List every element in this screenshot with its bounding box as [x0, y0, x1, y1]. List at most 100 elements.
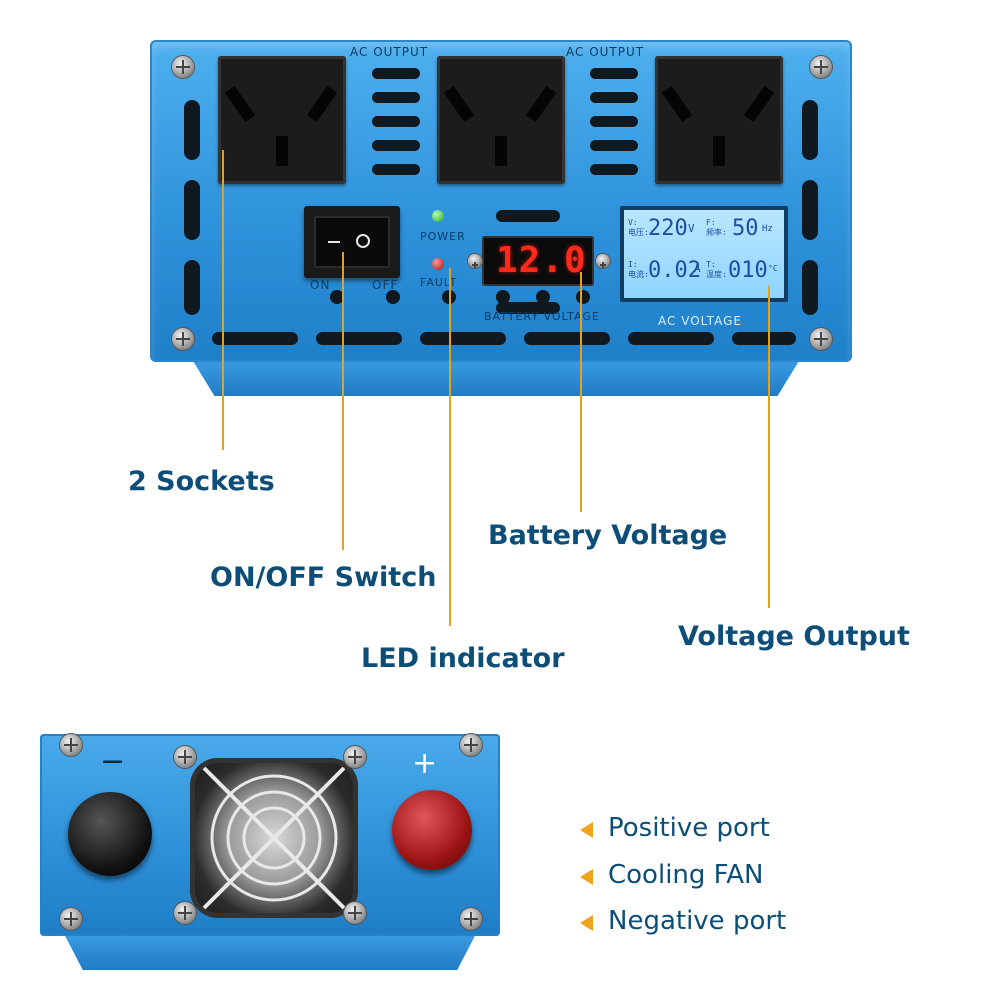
- screw-icon: [468, 254, 482, 268]
- vent-slot: [496, 210, 560, 222]
- vent-slot: [590, 92, 638, 103]
- ac-socket: [655, 56, 783, 184]
- callout-battery-voltage: Battery Voltage: [488, 520, 728, 551]
- vent-slot: [184, 100, 200, 160]
- screw-icon: [460, 908, 482, 930]
- power-label: POWER: [420, 230, 466, 243]
- marker-arrow-icon: [580, 869, 593, 885]
- vent-slot: [590, 116, 638, 127]
- on-off-switch[interactable]: [304, 206, 400, 278]
- ac-socket: [218, 56, 346, 184]
- power-led-icon: [432, 210, 444, 222]
- fault-led-icon: [432, 258, 444, 270]
- ac-socket: [437, 56, 565, 184]
- battery-voltage-reading: 12.0: [496, 240, 587, 281]
- screw-icon: [460, 734, 482, 756]
- negative-port[interactable]: [68, 792, 152, 876]
- vent-slot: [316, 332, 402, 345]
- vent-slot: [184, 180, 200, 240]
- lcd-f-label: F:频率:: [706, 218, 727, 237]
- screw-icon: [344, 902, 366, 924]
- screw-icon: [174, 902, 196, 924]
- lcd-temperature: 010: [728, 258, 768, 283]
- lcd-frequency: 50: [732, 216, 759, 241]
- fan-grille-icon: [202, 766, 346, 910]
- lcd-i-label: I:电流:: [628, 260, 649, 279]
- screw-icon: [810, 56, 832, 78]
- callout-2-sockets: 2 Sockets: [128, 466, 275, 497]
- lcd-t-label: T:温度:: [706, 260, 727, 279]
- screw-icon: [344, 746, 366, 768]
- legend-negative-port: Negative port: [608, 906, 787, 936]
- lcd-voltage-unit: V: [688, 222, 695, 235]
- plus-sign: +: [412, 746, 438, 781]
- lcd-current: 0.02: [648, 258, 701, 283]
- vent-slot: [212, 332, 298, 345]
- cooling-fan: [190, 758, 358, 918]
- off-label: OFF: [372, 278, 399, 292]
- callout-led-indicator: LED indicator: [361, 643, 565, 674]
- vent-slot: [372, 116, 420, 127]
- legend-positive-port: Positive port: [608, 813, 770, 843]
- vent-slot: [628, 332, 714, 345]
- vent-slot: [420, 332, 506, 345]
- lcd-v-label: V:电压:: [628, 218, 649, 237]
- ac-voltage-lcd: V:电压: 220 V F:频率: 50 Hz I:电流: 0.02 A T:温…: [620, 206, 788, 302]
- ac-output-label: AC OUTPUT: [350, 45, 429, 59]
- vent-hole: [330, 290, 344, 304]
- vent-slot: [590, 164, 638, 175]
- legend-cooling-fan: Cooling FAN: [608, 860, 764, 890]
- lcd-voltage: 220: [648, 216, 688, 241]
- screw-icon: [596, 254, 610, 268]
- battery-leader-line: [580, 272, 582, 512]
- screw-icon: [60, 734, 82, 756]
- on-label: ON: [310, 278, 331, 292]
- vent-hole: [536, 290, 550, 304]
- switch-off-mark-icon: [356, 234, 370, 248]
- front-mounting-bracket: [190, 356, 802, 396]
- inverter-back-panel: − +: [40, 734, 500, 936]
- vent-slot: [802, 100, 818, 160]
- positive-port[interactable]: [392, 790, 472, 870]
- marker-arrow-icon: [580, 915, 593, 931]
- vent-hole: [496, 290, 510, 304]
- fault-label: FAULT: [420, 276, 458, 289]
- vent-slot: [372, 68, 420, 79]
- callout-voltage-output: Voltage Output: [678, 621, 910, 652]
- screw-icon: [60, 908, 82, 930]
- back-mounting-bracket: [62, 930, 478, 970]
- led-leader-line: [449, 268, 451, 626]
- vent-slot: [184, 260, 200, 315]
- vent-slot: [590, 68, 638, 79]
- lcd-frequency-unit: Hz: [762, 224, 773, 234]
- ac-output-label: AC OUTPUT: [566, 45, 645, 59]
- vent-slot: [372, 140, 420, 151]
- screw-icon: [174, 746, 196, 768]
- vent-slot: [802, 260, 818, 315]
- vent-slot: [496, 302, 560, 314]
- vent-hole: [386, 290, 400, 304]
- lcd-temperature-unit: °C: [768, 264, 778, 273]
- screw-icon: [810, 328, 832, 350]
- vent-slot: [802, 180, 818, 240]
- vent-slot: [524, 332, 610, 345]
- inverter-front-panel: AC OUTPUT AC OUTPUT: [150, 40, 852, 362]
- battery-voltage-display: 12.0: [482, 236, 594, 286]
- voltage-output-leader-line: [768, 286, 770, 608]
- lcd-current-unit: A: [694, 262, 701, 275]
- vent-slot: [590, 140, 638, 151]
- screw-icon: [172, 328, 194, 350]
- vent-slot: [372, 92, 420, 103]
- switch-on-mark-icon: [328, 241, 340, 243]
- vent-slot: [732, 332, 796, 345]
- screw-icon: [172, 56, 194, 78]
- battery-voltage-label: BATTERY VOLTAGE: [484, 310, 600, 323]
- switch-leader-line: [342, 252, 344, 550]
- ac-voltage-label: AC VOLTAGE: [658, 314, 742, 328]
- marker-arrow-icon: [580, 822, 593, 838]
- callout-on-off-switch: ON/OFF Switch: [210, 562, 437, 593]
- minus-sign: −: [100, 744, 126, 779]
- vent-hole: [576, 290, 590, 304]
- sockets-leader-line: [222, 150, 224, 450]
